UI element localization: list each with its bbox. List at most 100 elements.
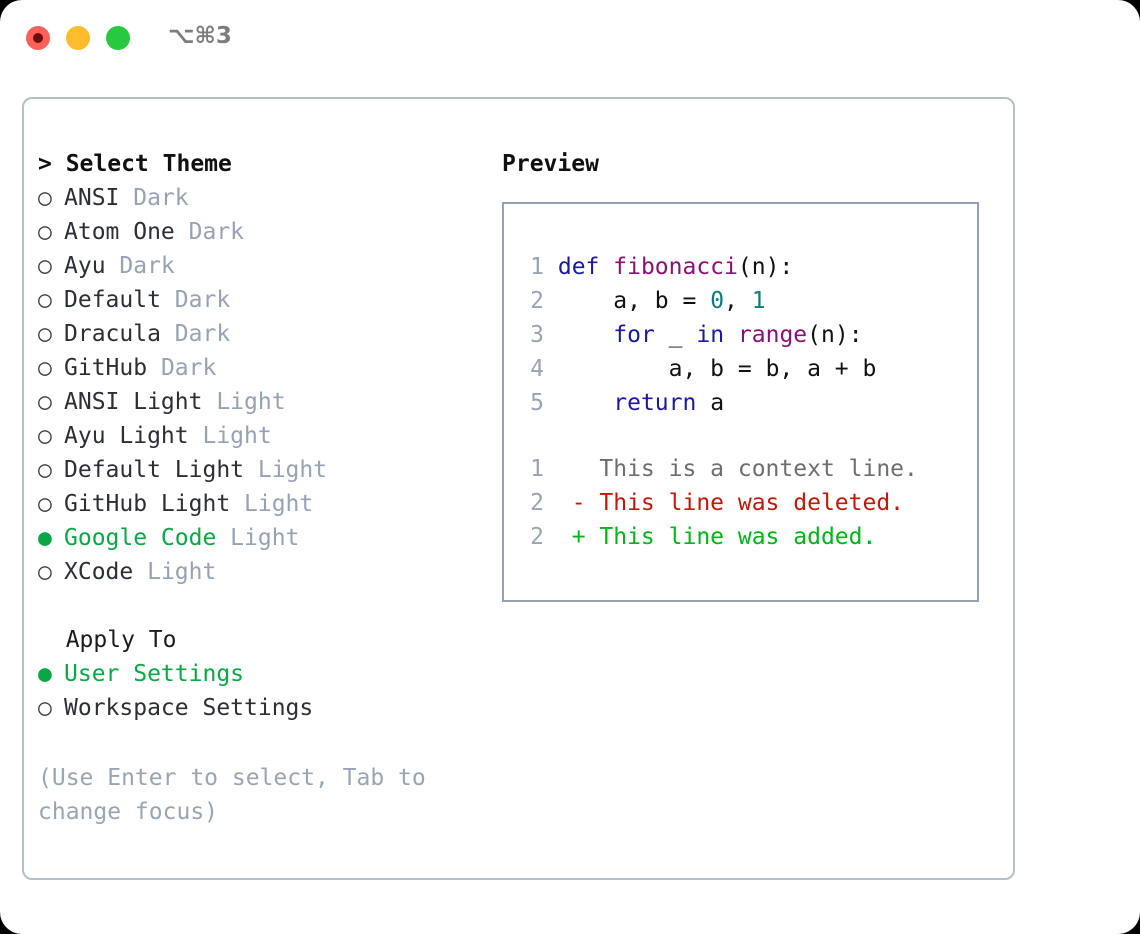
- theme-option-label: Ayu Light: [64, 423, 189, 449]
- diff-text-del: - This line was deleted.: [544, 490, 905, 516]
- radio-filled-icon: ●: [38, 525, 52, 551]
- theme-option-tag: Light: [230, 491, 314, 517]
- line-number: 5: [530, 390, 544, 416]
- theme-option-9[interactable]: ○GitHub Light Light: [38, 487, 478, 521]
- diff-line: 2 - This line was deleted.: [516, 486, 918, 520]
- theme-option-8[interactable]: ○ Default Light Light: [38, 453, 478, 487]
- theme-option-5[interactable]: ○ GitHub Dark: [38, 351, 478, 385]
- theme-option-tag: Dark: [160, 321, 231, 347]
- theme-option-label: Atom One: [64, 219, 175, 245]
- gutter-gap: [544, 390, 558, 416]
- theme-option-label: GitHub: [64, 355, 148, 381]
- line-number: 1: [530, 254, 544, 280]
- code-line: 2 a, b = 0, 1: [516, 284, 876, 318]
- diff-line: 2 + This line was added.: [516, 520, 918, 554]
- keyboard-hint-text: (Use Enter to select, Tab to change focu…: [38, 765, 440, 825]
- radio-empty-icon: ○: [38, 253, 52, 279]
- theme-option-3[interactable]: ○Default Dark: [38, 283, 478, 317]
- code-token-pl: a, b =: [557, 288, 711, 314]
- radio-empty-icon: ○: [38, 219, 52, 245]
- theme-option-list: ○ANSI Dark○Atom One Dark○Ayu Dark○Defaul…: [38, 181, 478, 589]
- code-token-kw: for: [613, 322, 655, 348]
- code-token-pl: a, b = b, a + b: [557, 356, 877, 382]
- theme-option-label: ANSI: [64, 185, 120, 211]
- theme-option-tag: Light: [216, 525, 300, 551]
- theme-option-1[interactable]: ○ Atom One Dark: [38, 215, 478, 249]
- apply-to-header: Apply To: [38, 627, 177, 653]
- theme-option-4[interactable]: ○ Dracula Dark: [38, 317, 478, 351]
- gutter-gap: [544, 322, 558, 348]
- radio-empty-icon: ○: [38, 355, 52, 381]
- code-token-pl: _: [654, 322, 697, 348]
- diff-text-ctx: This is a context line.: [544, 456, 918, 482]
- code-token-kw: def: [557, 254, 614, 280]
- diff-sample: 1 This is a context line.2 - This line w…: [516, 452, 918, 554]
- diff-text-add: + This line was added.: [544, 524, 877, 550]
- radio-empty-icon: ○: [38, 185, 52, 211]
- gutter-gap: [544, 254, 558, 280]
- line-number: 2: [530, 288, 544, 314]
- code-token-pl: [558, 390, 613, 416]
- radio-empty-icon: ○: [38, 491, 52, 517]
- theme-option-10[interactable]: ● Google Code Light: [38, 521, 478, 555]
- minimize-button[interactable]: [66, 26, 90, 50]
- radio-empty-icon: ○: [38, 389, 52, 415]
- preview-header: Preview: [502, 151, 599, 177]
- theme-option-0[interactable]: ○ ANSI Dark: [38, 181, 478, 215]
- select-theme-header: > Select Theme: [38, 151, 232, 177]
- code-token-fn: fibonacci: [613, 254, 738, 280]
- line-number: 2: [530, 524, 544, 550]
- theme-option-2[interactable]: ○Ayu Dark: [38, 249, 478, 283]
- line-number: 2: [530, 490, 544, 516]
- radio-empty-icon: ○: [38, 695, 52, 721]
- code-token-kw: return: [613, 390, 697, 416]
- close-button[interactable]: [26, 26, 50, 50]
- theme-picker-card: > Select Theme ○ANSI Dark○Atom One Dark○…: [22, 97, 1015, 880]
- code-token-pl: ,: [724, 288, 752, 314]
- apply-option-0[interactable]: ● User Settings: [38, 657, 478, 691]
- radio-empty-icon: ○: [38, 423, 52, 449]
- theme-option-6[interactable]: ○ ANSI Light Light: [38, 385, 478, 419]
- gutter-gap: [544, 288, 558, 314]
- line-number: 1: [530, 456, 544, 482]
- theme-option-tag: Dark: [147, 355, 217, 381]
- line-number: 4: [530, 356, 544, 382]
- apply-option-label: Workspace Settings: [64, 695, 314, 721]
- theme-option-tag: Light: [244, 457, 328, 483]
- apply-option-1[interactable]: ○ Workspace Settings: [38, 691, 478, 725]
- code-token-pl: a: [696, 390, 725, 416]
- theme-option-label: ANSI Light: [64, 389, 203, 415]
- theme-option-tag: Dark: [119, 185, 189, 211]
- preview-column: Preview 1 def fibonacci(n):2 a, b = 0, 1…: [502, 147, 992, 602]
- theme-option-tag: Dark: [174, 219, 245, 245]
- radio-filled-icon: ●: [38, 661, 52, 687]
- radio-empty-icon: ○: [38, 321, 52, 347]
- radio-empty-icon: ○: [38, 457, 52, 483]
- gutter-gap: [544, 356, 558, 382]
- apply-option-list: ● User Settings ○ Workspace Settings: [38, 657, 478, 725]
- theme-option-11[interactable]: ○XCode Light: [38, 555, 478, 589]
- code-token-fn: range: [737, 322, 808, 348]
- code-line: 5 return a: [516, 386, 876, 420]
- diff-line: 1 This is a context line.: [516, 452, 918, 486]
- radio-empty-icon: ○: [38, 287, 52, 313]
- theme-option-label: Default Light: [64, 457, 245, 483]
- apply-option-label: User Settings: [64, 661, 245, 687]
- theme-option-7[interactable]: ○Ayu Light Light: [38, 419, 478, 453]
- record-indicator-icon: [33, 33, 43, 43]
- code-token-pl: (n):: [807, 322, 863, 348]
- maximize-button[interactable]: [106, 26, 130, 50]
- theme-option-tag: Dark: [105, 253, 175, 279]
- theme-option-label: Dracula: [64, 321, 161, 347]
- theme-option-tag: Light: [202, 389, 286, 415]
- code-token-pl: [724, 322, 738, 348]
- theme-option-label: Google Code: [64, 525, 217, 551]
- code-token-num: 0: [710, 288, 725, 314]
- theme-list-column: > Select Theme ○ANSI Dark○Atom One Dark○…: [38, 147, 478, 725]
- code-token-pl: (n):: [737, 254, 794, 280]
- theme-option-tag: Dark: [160, 287, 231, 313]
- code-token-num: 1: [751, 288, 766, 314]
